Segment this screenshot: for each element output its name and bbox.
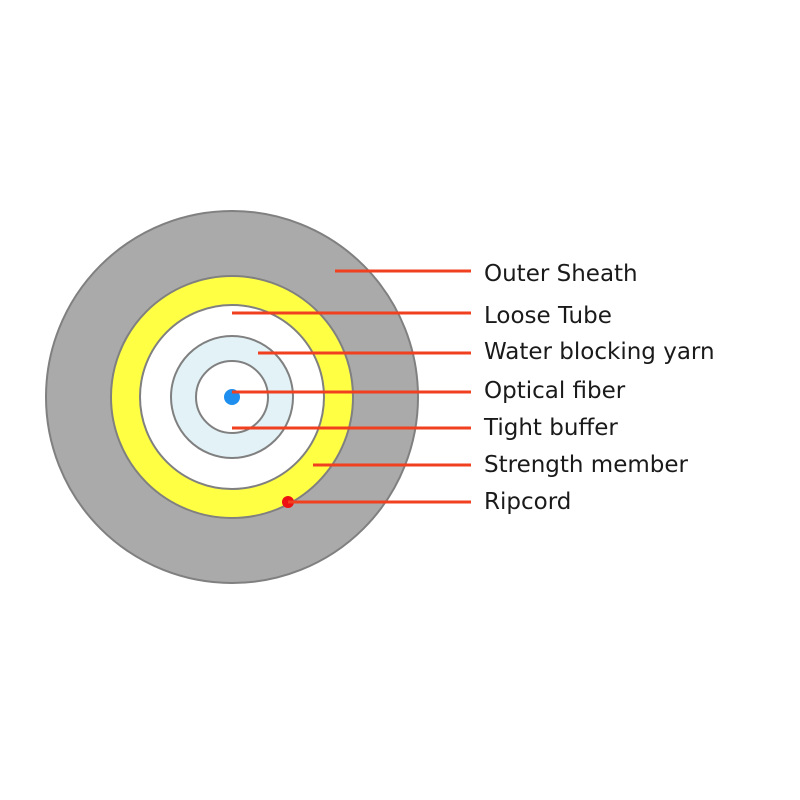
label-water-blocking-yarn: Water blocking yarn — [484, 339, 715, 365]
label-loose-tube: Loose Tube — [484, 303, 612, 329]
label-ripcord: Ripcord — [484, 489, 571, 515]
label-strength-member: Strength member — [484, 452, 689, 478]
label-optical-fiber: Optical fiber — [484, 378, 626, 404]
label-outer-sheath: Outer Sheath — [484, 261, 638, 287]
label-tight-buffer: Tight buffer — [483, 415, 618, 441]
